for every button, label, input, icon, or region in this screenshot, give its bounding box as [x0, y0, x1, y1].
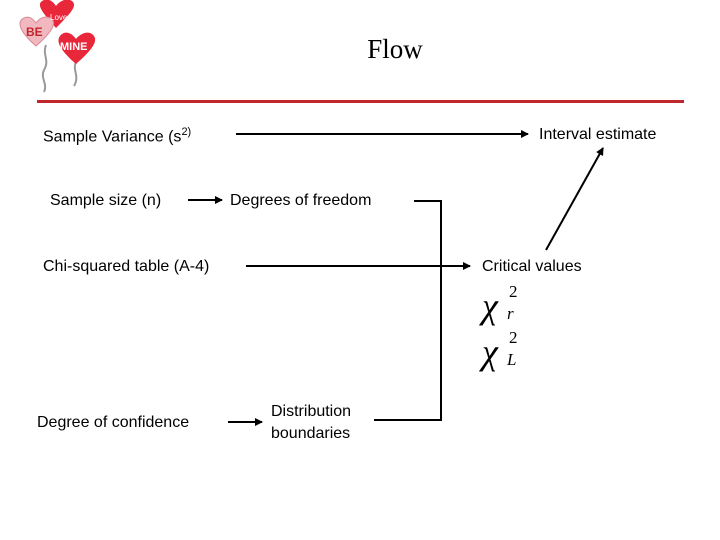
- sample-size-label: Sample size (n): [50, 192, 162, 209]
- balloons-logo: Love BE MINE: [19, 0, 96, 93]
- chi-squared-table-label: Chi-squared table (A-4): [43, 258, 210, 275]
- heart-balloon-top: [39, 0, 74, 28]
- chi-squared-r-symbol: χ 2 r: [482, 282, 518, 326]
- balloon-string: [41, 44, 48, 93]
- distribution-boundaries-line2: boundaries: [271, 425, 351, 442]
- logo-text-right: MINE: [60, 41, 88, 53]
- logo-text-mid: BE: [26, 25, 43, 39]
- title-divider: [37, 100, 684, 103]
- logo-text-top: Love: [50, 13, 68, 22]
- sample-variance-label: Sample Variance (s2): [43, 126, 192, 146]
- balloon-string: [73, 61, 78, 87]
- distribution-boundaries-label: Distribution boundaries: [271, 401, 351, 445]
- distribution-boundaries-line1: Distribution: [271, 403, 352, 420]
- degree-of-confidence-label: Degree of confidence: [37, 414, 190, 431]
- heart-balloon-left: [19, 16, 54, 47]
- slide-title: Flow: [367, 34, 423, 64]
- interval-estimate-label: Interval estimate: [539, 126, 657, 143]
- arrow-critical-to-interval: [545, 147, 604, 251]
- heart-balloon-right: [58, 32, 96, 64]
- critical-values-label: Critical values: [482, 258, 582, 275]
- degrees-of-freedom-label: Degrees of freedom: [230, 192, 372, 209]
- bracket-connector: [374, 200, 442, 421]
- chi-squared-l-symbol: χ 2 L: [482, 328, 518, 372]
